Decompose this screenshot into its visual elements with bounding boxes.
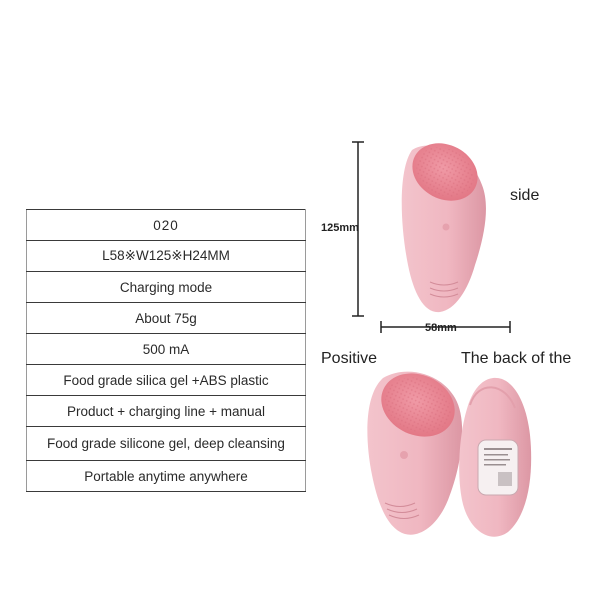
- height-dimension: [352, 141, 364, 317]
- spec-row-model: 020: [26, 209, 306, 241]
- side-caption: side: [510, 187, 540, 204]
- spec-cell: 020: [26, 209, 306, 241]
- spec-cell: Product + charging line + manual: [26, 395, 306, 427]
- spec-row-material: Food grade silica gel +ABS plastic: [26, 364, 306, 396]
- spec-row-weight: About 75g: [26, 302, 306, 334]
- back-device-illustration: [459, 377, 532, 537]
- positive-device-illustration: [367, 371, 463, 535]
- back-caption: The back of the: [461, 350, 572, 367]
- spec-cell: Portable anytime anywhere: [26, 460, 306, 492]
- front-device-illustration: [401, 143, 486, 313]
- spec-cell: Food grade silica gel +ABS plastic: [26, 364, 306, 396]
- height-label: 125mm: [321, 222, 359, 234]
- spec-row-usage: Portable anytime anywhere: [26, 460, 306, 492]
- spec-row-package: Product + charging line + manual: [26, 395, 306, 427]
- spec-cell: About 75g: [26, 302, 306, 334]
- spec-cell: Food grade silicone gel, deep cleansing: [26, 426, 306, 461]
- width-dimension: [380, 321, 511, 333]
- spec-row-function: Food grade silicone gel, deep cleansing: [26, 426, 306, 461]
- positive-caption: Positive: [321, 350, 378, 367]
- spec-row-size: L58※W125※H24MM: [26, 240, 306, 272]
- spec-cell: L58※W125※H24MM: [26, 240, 306, 272]
- spec-table: 020 L58※W125※H24MM Charging mode About 7…: [26, 209, 306, 492]
- width-label: 58mm: [425, 322, 457, 334]
